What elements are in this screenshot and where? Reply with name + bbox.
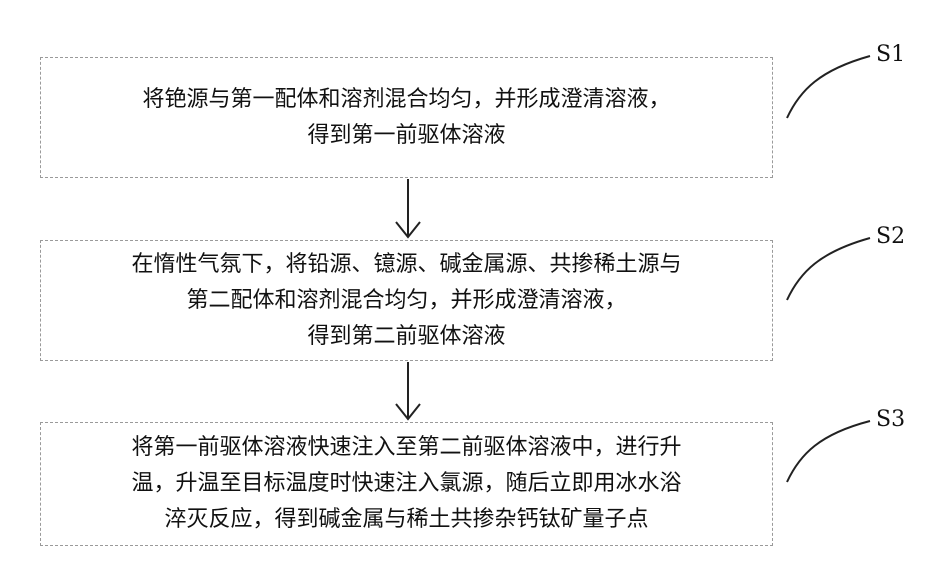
step-s3-box: 将第一前驱体溶液快速注入至第二前驱体溶液中，进行升 温，升温至目标温度时快速注入… — [40, 422, 773, 546]
step-label-s2: S2 — [876, 224, 905, 249]
step-s3-line-3: 淬灭反应，得到碱金属与稀土共掺杂钙钛矿量子点 — [164, 502, 648, 538]
leader-curve-s1 — [787, 56, 870, 118]
step-s2-line-2: 第二配体和溶剂混合均匀，并形成澄清溶液， — [186, 283, 626, 319]
step-label-s1: S1 — [876, 42, 905, 67]
step-s2-box: 在惰性气氛下，将铅源、镱源、碱金属源、共掺稀土源与 第二配体和溶剂混合均匀，并形… — [40, 240, 773, 361]
leader-curve-s2 — [787, 238, 870, 300]
step-s1-box: 将铯源与第一配体和溶剂混合均匀，并形成澄清溶液， 得到第一前驱体溶液 — [40, 57, 773, 178]
step-s2-line-1: 在惰性气氛下，将铅源、镱源、碱金属源、共掺稀土源与 — [131, 247, 681, 283]
step-s3-line-1: 将第一前驱体溶液快速注入至第二前驱体溶液中，进行升 — [131, 430, 681, 466]
arrow-s1-to-s2 — [396, 179, 420, 237]
step-s2-line-3: 得到第二前驱体溶液 — [307, 319, 505, 355]
step-s1-line-2: 得到第一前驱体溶液 — [307, 118, 505, 154]
step-label-s3: S3 — [876, 407, 905, 432]
step-s1-line-1: 将铯源与第一配体和溶剂混合均匀，并形成澄清溶液， — [142, 82, 670, 118]
arrow-s2-to-s3 — [396, 362, 420, 419]
step-s3-line-2: 温，升温至目标温度时快速注入氯源，随后立即用冰水浴 — [131, 466, 681, 502]
leader-curve-s3 — [787, 421, 870, 482]
